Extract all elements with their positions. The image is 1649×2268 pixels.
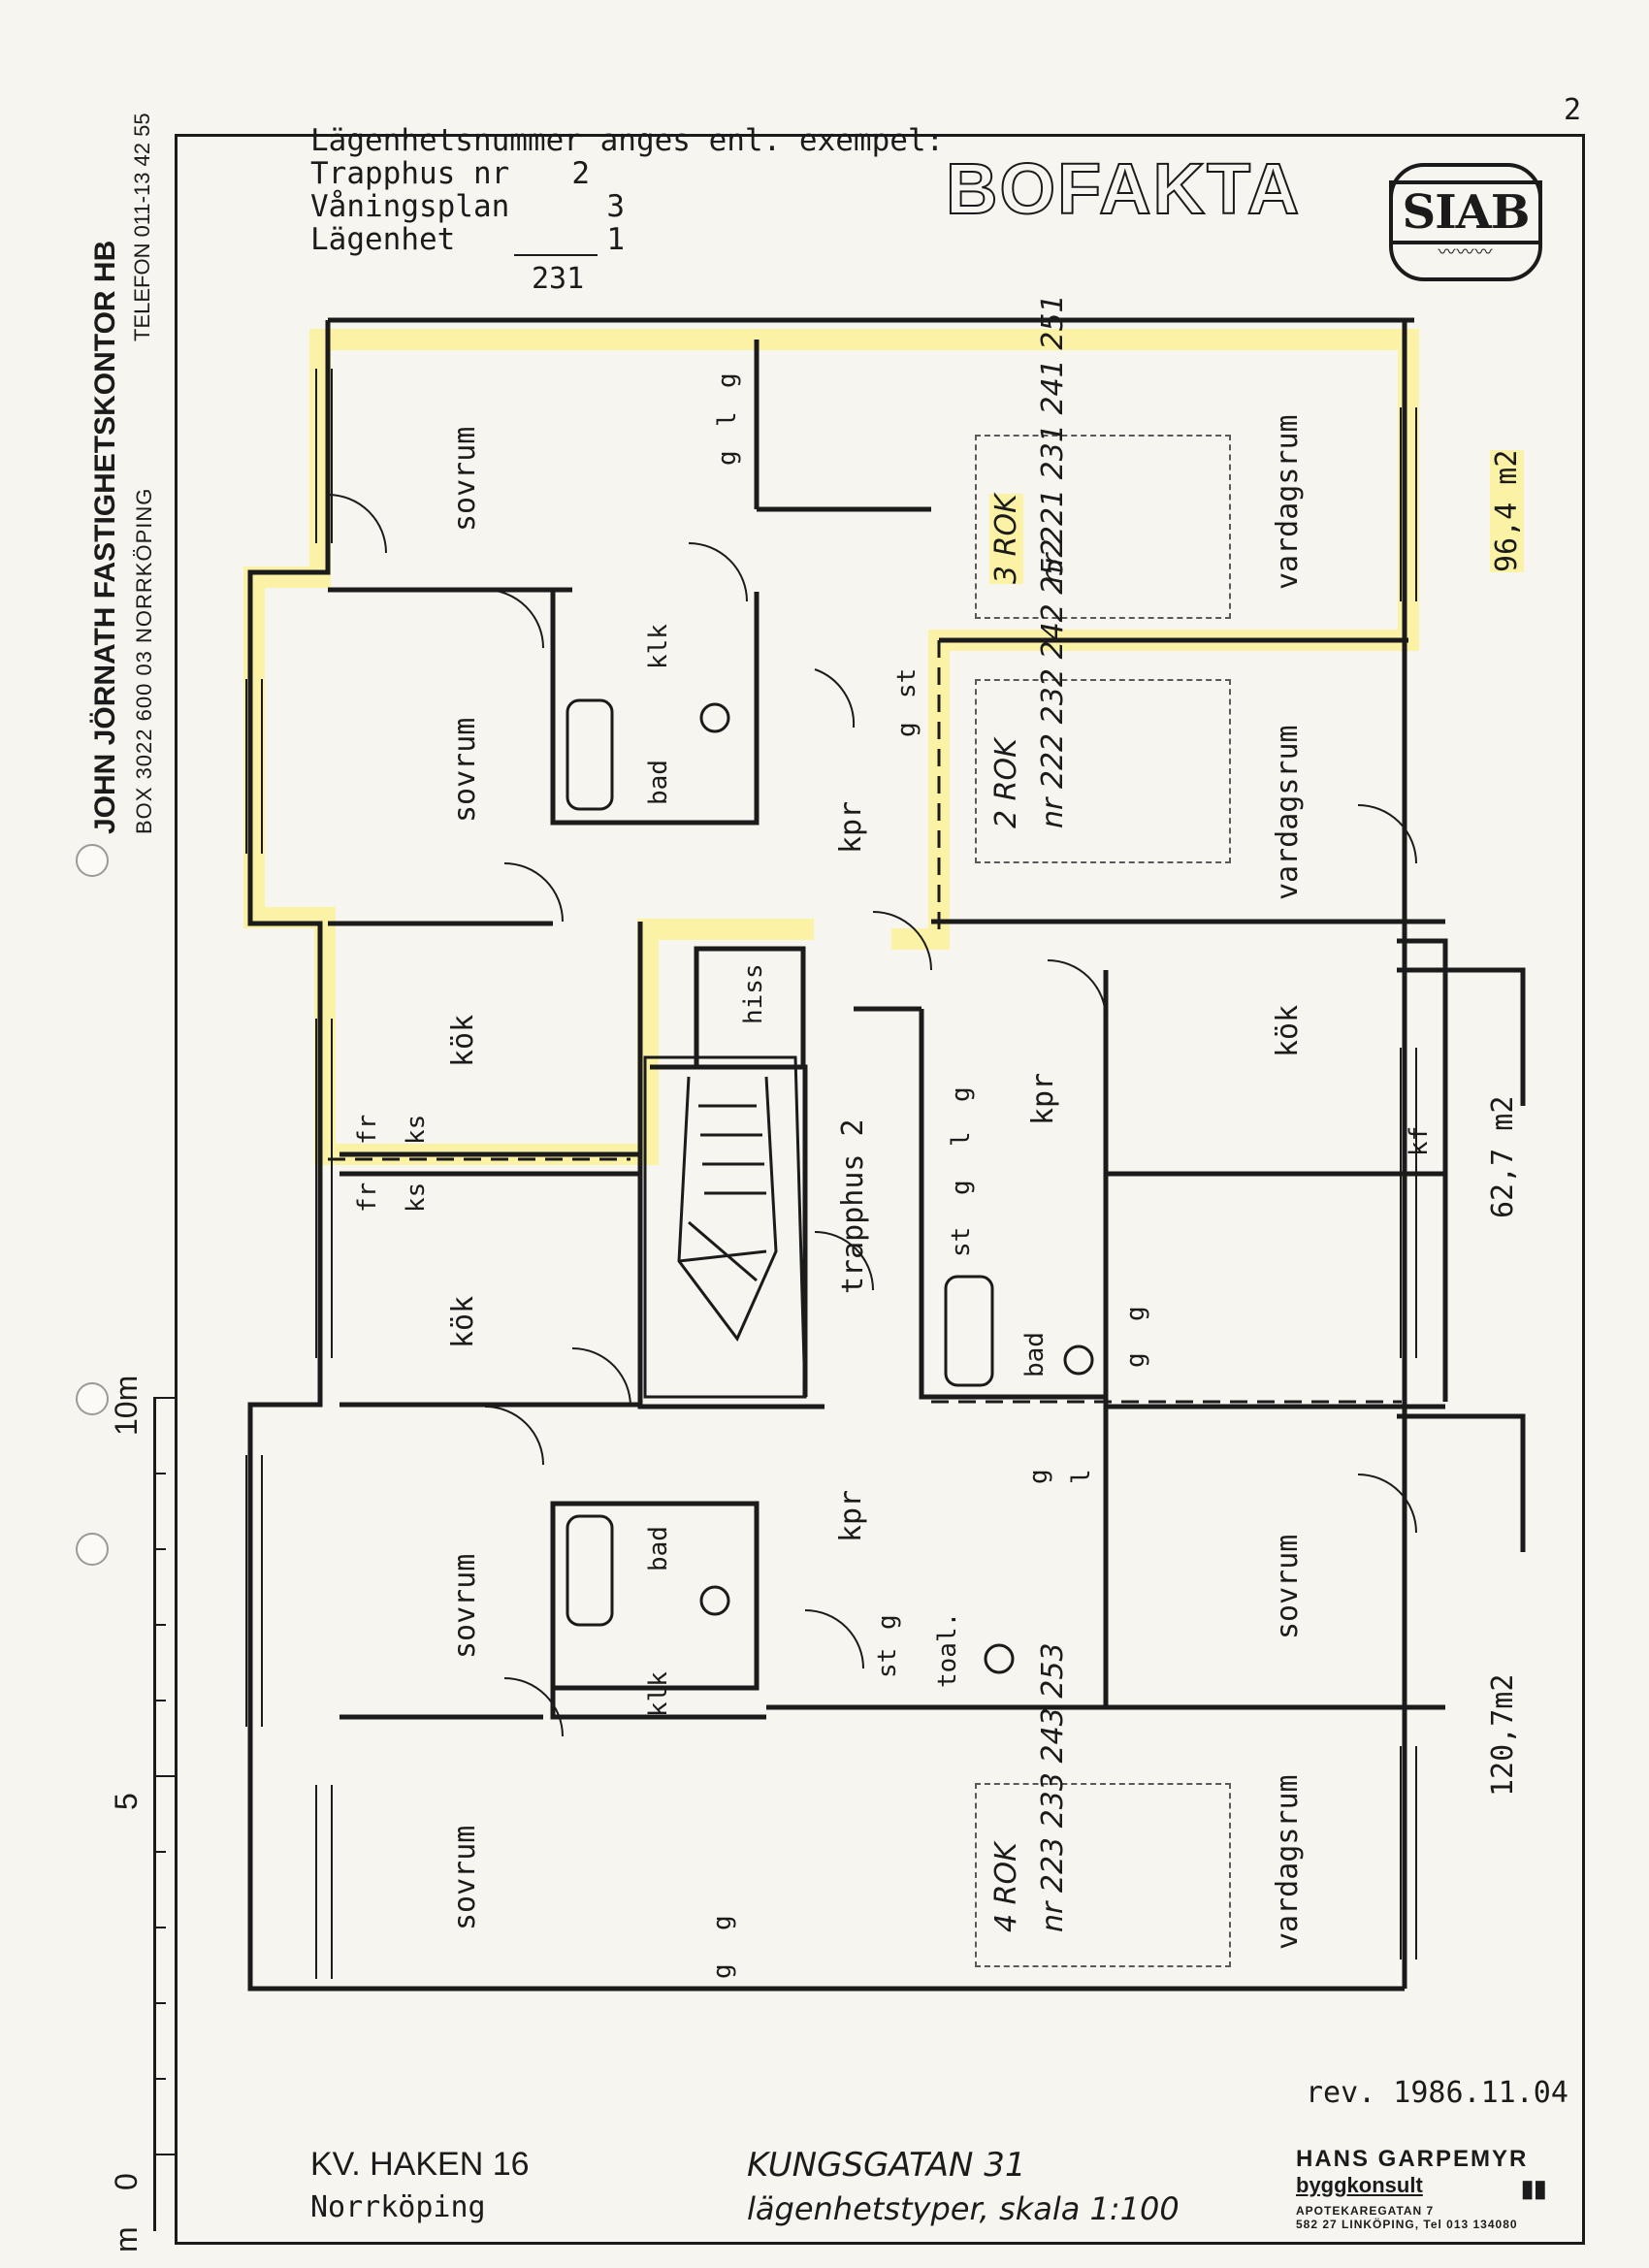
legend-label: Lägenhet — [310, 222, 456, 257]
room-vardagsrum: vardagsrum — [1271, 1774, 1305, 1950]
room-sovrum: sovrum — [448, 1553, 482, 1659]
apartment-area-2rok: 62,7 m2 — [1486, 1095, 1520, 1218]
room-klk: klk — [644, 1671, 673, 1717]
punch-hole — [76, 844, 109, 877]
room-toal: toal. — [933, 1611, 962, 1688]
punch-hole — [76, 1382, 109, 1415]
legend-row: Trapphus nr 2 — [310, 157, 944, 190]
apartment-label-3rok: 3 ROK nr 221 231 241 251 — [975, 294, 1231, 619]
legend-value: 2 — [571, 156, 590, 191]
closet-g: g — [708, 1963, 737, 1979]
legend-result: 231 — [532, 262, 585, 296]
legend-title: Lägenhetsnummer anges enl. exempel: — [310, 123, 945, 158]
closet-g: g — [1121, 1352, 1150, 1368]
closet-g: g — [947, 1086, 976, 1102]
consultant-city: 582 27 LINKÖPING, Tel 013 134080 — [1296, 2218, 1518, 2231]
siab-wordmark: SIAB — [1388, 180, 1543, 244]
apartment-type: 2 ROK — [989, 738, 1023, 828]
block-name: KV. HAKEN 16 — [310, 2146, 530, 2183]
siab-logo: SIAB 〰〰〰 — [1388, 163, 1543, 281]
room-vardagsrum: vardagsrum — [1271, 725, 1305, 900]
room-kpr: kpr — [834, 800, 868, 854]
room-klk: klk — [644, 624, 673, 669]
bofakta-logo: BOFAKTA — [945, 147, 1302, 230]
consultant-title: byggkonsult — [1296, 2173, 1423, 2197]
closet-st: st — [892, 667, 922, 698]
drawing-subtitle: lägenhetstyper, skala 1:100 — [747, 2190, 1180, 2227]
room-bad: bad — [1020, 1332, 1050, 1377]
city-name: Norrköping — [310, 2190, 486, 2224]
room-trapphus: trapphus 2 — [836, 1118, 870, 1294]
closet-ks: ks — [402, 1182, 431, 1213]
apartment-area-4rok: 120,7m2 — [1486, 1673, 1520, 1797]
closet-g: g — [892, 722, 922, 737]
page-number: 2 — [1564, 93, 1582, 127]
consultant-name: HANS GARPEMYR — [1296, 2146, 1529, 2172]
room-kok: kök — [446, 1014, 480, 1067]
scale-bar — [153, 1397, 178, 2231]
apartment-boundary-highlight — [243, 329, 1419, 1165]
closet-fr: fr — [353, 1182, 382, 1213]
punch-hole — [76, 1533, 109, 1566]
room-sovrum: sovrum — [448, 426, 482, 532]
legend-row: Lägenhet 1 — [310, 223, 944, 256]
apartment-label-4rok: 4 ROK nr 223 233 243 253 — [975, 1642, 1231, 1967]
closet-g: g — [1121, 1306, 1150, 1321]
closet-g: g — [708, 1915, 737, 1930]
closet-kf: kf — [1405, 1125, 1434, 1156]
closet-g: g — [713, 450, 742, 466]
wave-icon: 〰〰〰 — [1438, 243, 1494, 263]
street-address: KUNGSGATAN 31 — [747, 2146, 1026, 2185]
apartment-numbers: nr 223 233 243 253 — [1036, 1642, 1070, 1932]
room-sovrum: sovrum — [448, 1825, 482, 1930]
apartment-label-2rok: 2 ROK nr 222 232 242 252 — [975, 538, 1231, 863]
drawing-frame — [175, 134, 1585, 2245]
closet-l: l — [947, 1131, 976, 1147]
apartment-numbers: nr 222 232 242 252 — [1036, 538, 1070, 828]
room-hiss: hiss — [739, 963, 768, 1024]
room-vardagsrum: vardagsrum — [1271, 414, 1305, 590]
closet-st: st — [873, 1647, 902, 1678]
room-kpr: kpr — [834, 1489, 868, 1542]
staircase-drawing — [643, 1055, 807, 1399]
room-bad: bad — [644, 1526, 673, 1571]
legend-value: 1 — [606, 222, 625, 257]
consultant-stamp: HANS GARPEMYR byggkonsult APOTEKAREGATAN… — [1296, 2146, 1546, 2231]
legend-label: Våningsplan — [310, 189, 510, 224]
legend-label: Trapphus nr — [310, 156, 510, 191]
room-kpr: kpr — [1026, 1072, 1060, 1125]
apartment-type: 4 ROK — [989, 1842, 1023, 1932]
room-sovrum: sovrum — [1271, 1534, 1305, 1639]
apartment-area-3rok: 96,4 m2 — [1490, 449, 1524, 572]
closet-st: st — [947, 1226, 976, 1257]
closet-g: g — [713, 373, 742, 388]
legend-divider — [514, 254, 598, 256]
room-bad: bad — [644, 760, 673, 805]
closet-g: g — [873, 1614, 902, 1630]
legend-row: Våningsplan 3 — [310, 190, 944, 223]
room-sovrum: sovrum — [448, 717, 482, 823]
closet-l: l — [713, 411, 742, 427]
room-kok: kök — [446, 1295, 480, 1348]
numbering-legend: Lägenhetsnummer anges enl. exempel: Trap… — [310, 124, 944, 256]
legend-value: 3 — [606, 189, 625, 224]
consultant-street: APOTEKAREGATAN 7 — [1296, 2204, 1435, 2218]
closet-l: l — [1067, 1469, 1096, 1484]
revision-date: rev. 1986.11.04 — [1306, 2076, 1568, 2110]
room-kok: kök — [1271, 1004, 1305, 1057]
consultant-logo-icon: ▮▮ — [1521, 2176, 1547, 2202]
closet-g: g — [947, 1180, 976, 1195]
closet-ks: ks — [402, 1114, 431, 1145]
closet-g: g — [1024, 1469, 1053, 1484]
apartment-type: 3 ROK — [989, 494, 1023, 584]
closet-fr: fr — [353, 1114, 382, 1145]
